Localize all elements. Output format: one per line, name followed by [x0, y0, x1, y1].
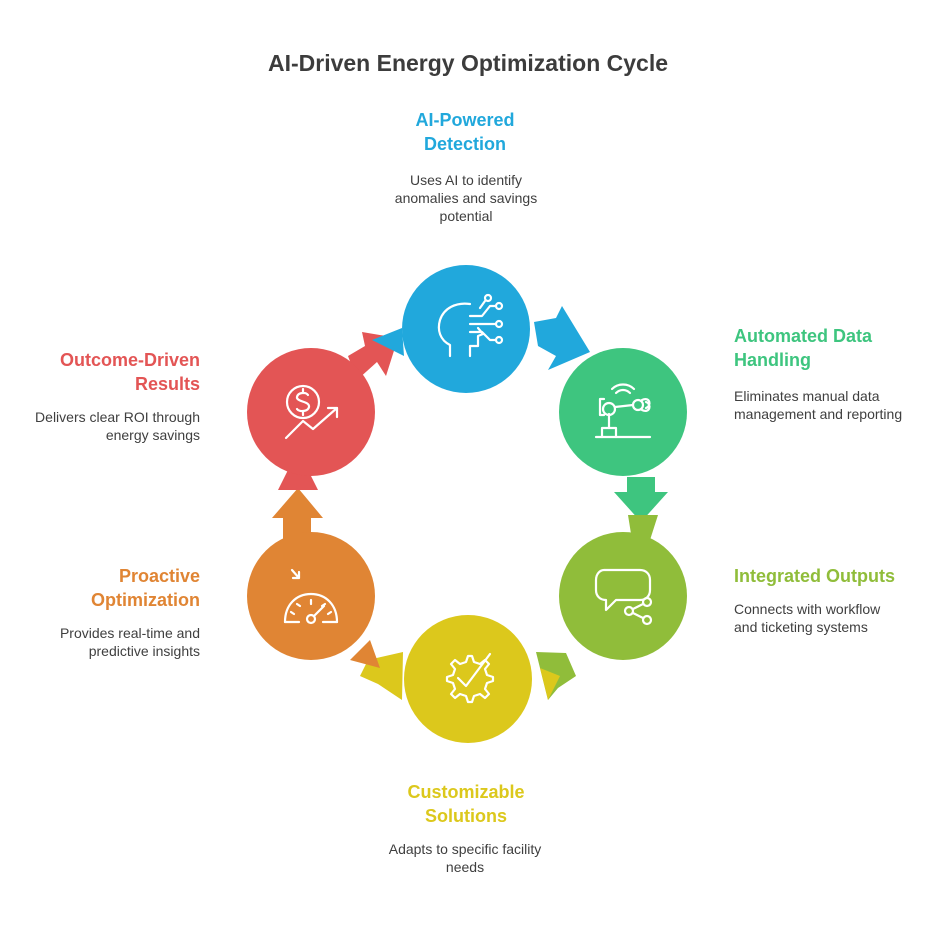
arrow-optimization-to-results [272, 488, 323, 545]
step-circle-5 [247, 532, 375, 660]
arrow-detection-to-data [534, 306, 590, 370]
step-2-label-text: Automated Data Handling [734, 326, 873, 370]
step-4-label-text: Customizable Solutions [407, 782, 525, 826]
step-2-description: Eliminates manual data management and re… [734, 387, 904, 423]
step-6-description: Delivers clear ROI through energy saving… [20, 408, 200, 444]
step-5-description: Provides real-time and predictive insigh… [30, 624, 200, 660]
step-6-description-text: Delivers clear ROI through energy saving… [35, 409, 200, 443]
dollar-growth-icon [284, 384, 339, 440]
step-1-label-text: AI-Powered Detection [415, 110, 515, 154]
step-4-label: Customizable Solutions [380, 780, 552, 828]
ai-head-circuit-icon [437, 293, 504, 358]
step-2-label: Automated Data Handling [734, 324, 894, 372]
step-6-label: Outcome-Driven Results [40, 348, 200, 396]
step-circle-2 [559, 348, 687, 476]
chat-share-icon [594, 568, 653, 626]
step-2-description-text: Eliminates manual data management and re… [734, 388, 903, 422]
step-5-description-text: Provides real-time and predictive insigh… [59, 625, 200, 659]
step-4-description: Adapts to specific facility needs [370, 840, 560, 876]
step-circle-3 [559, 532, 687, 660]
step-5-label-text: Proactive Optimization [91, 566, 200, 610]
step-6-label-text: Outcome-Driven Results [59, 350, 200, 394]
gear-check-icon [445, 652, 495, 704]
step-1-description: Uses AI to identify anomalies and saving… [380, 171, 552, 225]
step-5-label: Proactive Optimization [40, 564, 200, 612]
step-4-description-text: Adapts to specific facility needs [388, 841, 542, 875]
robotic-arm-icon [594, 383, 652, 439]
step-1-label: AI-Powered Detection [385, 108, 545, 156]
step-circle-1 [402, 265, 530, 393]
step-3-label: Integrated Outputs [734, 564, 924, 588]
step-1-description-text: Uses AI to identify anomalies and saving… [394, 172, 538, 224]
step-3-description: Connects with workflow and ticketing sys… [734, 600, 904, 636]
gauge-icon [283, 568, 339, 625]
step-circle-6 [247, 348, 375, 476]
step-3-label-text: Integrated Outputs [734, 566, 895, 586]
step-circle-4 [404, 615, 532, 743]
diagram-title: AI-Driven Energy Optimization Cycle [267, 50, 669, 76]
step-3-description-text: Connects with workflow and ticketing sys… [734, 601, 881, 635]
arrow-data-to-outputs [614, 477, 668, 522]
